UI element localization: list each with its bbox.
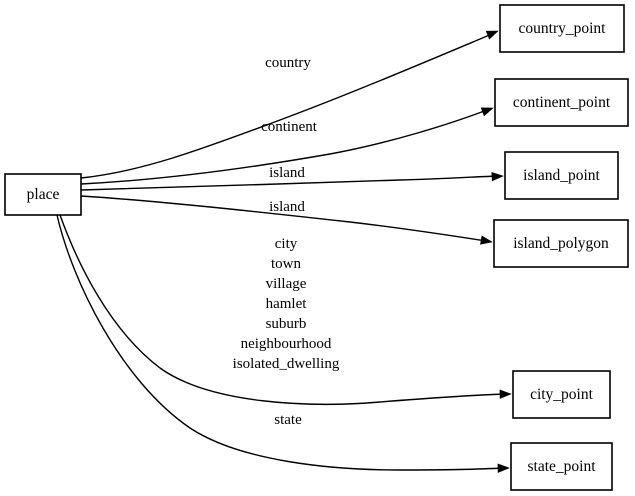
node-island_polygon[interactable]: island_polygon bbox=[493, 219, 629, 268]
edge-path-continent_point bbox=[80, 109, 488, 185]
arrowhead-icon-continent_point bbox=[480, 107, 494, 117]
edge-path-country_point bbox=[80, 33, 493, 179]
edge-label-island_polygon: island bbox=[269, 199, 305, 215]
node-island_point-label: island_point bbox=[523, 167, 600, 184]
edge-path-state_point bbox=[56, 214, 504, 471]
edge-place-to-island_point bbox=[80, 171, 504, 191]
node-continent_point[interactable]: continent_point bbox=[494, 78, 629, 127]
edge-label-continent_point: continent bbox=[261, 119, 318, 135]
edge-label-line: hamlet bbox=[266, 296, 308, 312]
edge-path-city_point bbox=[59, 214, 506, 405]
edge-place-to-state_point bbox=[56, 214, 510, 473]
node-continent_point-label: continent_point bbox=[513, 94, 611, 111]
edge-label-country_point: country bbox=[265, 55, 311, 71]
arrowhead-icon-island_polygon bbox=[480, 235, 493, 245]
edge-label-line: suburb bbox=[266, 316, 307, 332]
node-country_point[interactable]: country_point bbox=[499, 4, 625, 53]
node-city_point-label: city_point bbox=[530, 386, 594, 403]
node-continent_point-box[interactable] bbox=[494, 78, 629, 127]
node-place-box[interactable] bbox=[4, 173, 82, 216]
edge-label-city_point: city town village hamlet suburb neighbourhood… bbox=[233, 236, 340, 372]
node-island_point[interactable]: island_point bbox=[504, 151, 619, 200]
edge-path-island_polygon bbox=[80, 195, 487, 242]
node-island_polygon-box[interactable] bbox=[493, 219, 629, 268]
node-state_point-label: state_point bbox=[527, 458, 596, 475]
edge-place-to-city_point bbox=[59, 214, 512, 405]
node-place-label: place bbox=[27, 186, 60, 203]
arrowhead-icon-country_point bbox=[485, 30, 499, 40]
edges-layer bbox=[56, 30, 512, 473]
node-country_point-label: country_point bbox=[519, 20, 607, 37]
edge-path-island_point bbox=[80, 175, 498, 191]
edge-label-line: neighbourhood bbox=[241, 336, 332, 352]
nodes-layer: place country_point continent_point island_… bbox=[4, 4, 629, 491]
edge-label-line: isolated_dwelling bbox=[233, 356, 340, 372]
edge-label-island_point: island bbox=[269, 165, 305, 181]
edge-place-to-continent_point bbox=[80, 107, 494, 185]
edge-place-to-island_polygon bbox=[80, 195, 493, 245]
node-country_point-box[interactable] bbox=[499, 4, 625, 53]
node-state_point[interactable]: state_point bbox=[510, 442, 613, 491]
edge-label-state_point: state bbox=[274, 412, 302, 428]
node-island_polygon-label: island_polygon bbox=[513, 235, 609, 252]
node-island_point-box[interactable] bbox=[504, 151, 619, 200]
node-city_point[interactable]: city_point bbox=[512, 370, 611, 419]
node-city_point-box[interactable] bbox=[512, 370, 611, 419]
arrowhead-icon-state_point bbox=[497, 463, 510, 473]
edge-label-line: city bbox=[275, 236, 298, 252]
edge-labels-layer: country continent island island city town vill… bbox=[233, 55, 340, 428]
arrowhead-icon-island_point bbox=[491, 171, 504, 182]
node-place[interactable]: place bbox=[4, 173, 82, 216]
edge-place-to-country_point bbox=[80, 30, 499, 179]
edge-label-line: town bbox=[271, 256, 302, 272]
node-state_point-box[interactable] bbox=[510, 442, 613, 491]
edge-label-line: village bbox=[266, 276, 307, 292]
arrowhead-icon-city_point bbox=[499, 389, 512, 399]
